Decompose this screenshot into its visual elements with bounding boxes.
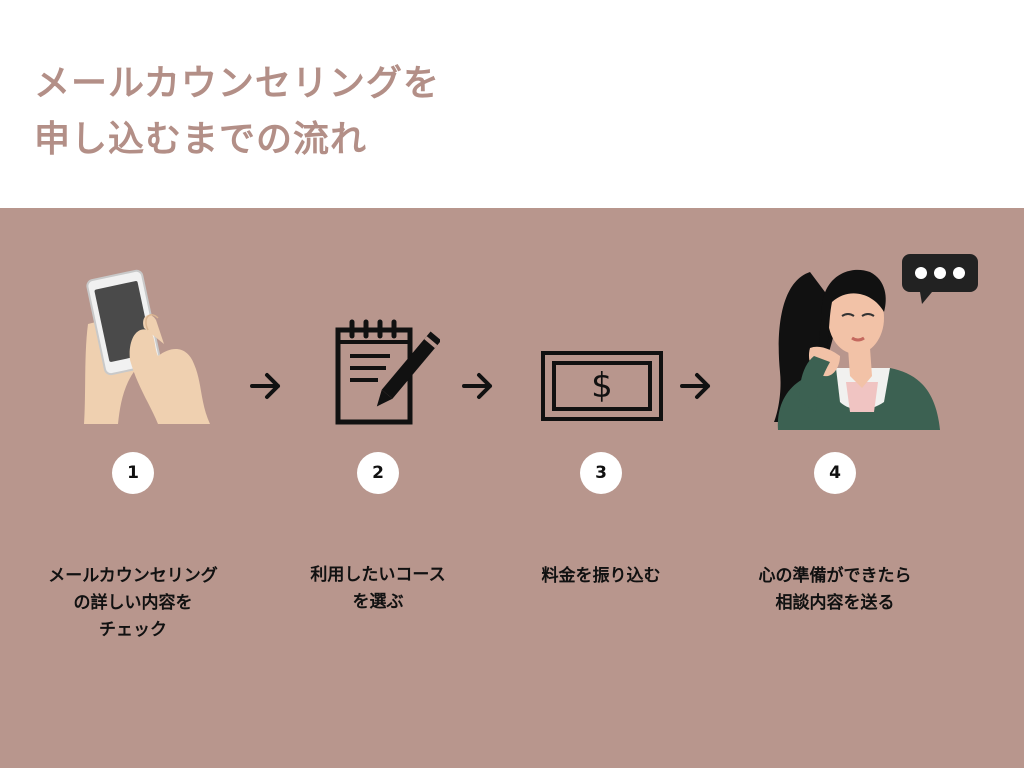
arrow-right-icon xyxy=(250,373,280,399)
arrow-right-icon xyxy=(462,373,492,399)
woman-speech-bubble-icon xyxy=(774,254,978,430)
step-number-badge: 4 xyxy=(814,452,856,494)
svg-text:$: $ xyxy=(591,366,613,406)
step-2-description: 利用したいコース を選ぶ xyxy=(310,565,446,612)
flow-panel: $ 1 2 3 4 xyxy=(0,208,1024,768)
step-3-description: 料金を振り込む xyxy=(541,566,661,586)
title-line-1: メールカウンセリングを xyxy=(34,63,440,104)
step-number-badge: 1 xyxy=(112,452,154,494)
dollar-bill-icon: $ xyxy=(541,351,663,421)
step-1-description: メールカウンセリング の詳しい内容を チェック xyxy=(48,566,218,640)
step-number-badge: 3 xyxy=(580,452,622,494)
notepad-pencil-icon xyxy=(335,319,440,425)
title-line-2: 申し込むまでの流れ xyxy=(34,119,368,160)
hand-smartphone-icon xyxy=(84,269,210,424)
arrow-right-icon xyxy=(680,373,710,399)
step-number-badge: 2 xyxy=(357,452,399,494)
page-title: メールカウンセリングを 申し込むまでの流れ xyxy=(34,56,440,168)
step-4-description: 心の準備ができたら 相談内容を送る xyxy=(758,566,912,613)
